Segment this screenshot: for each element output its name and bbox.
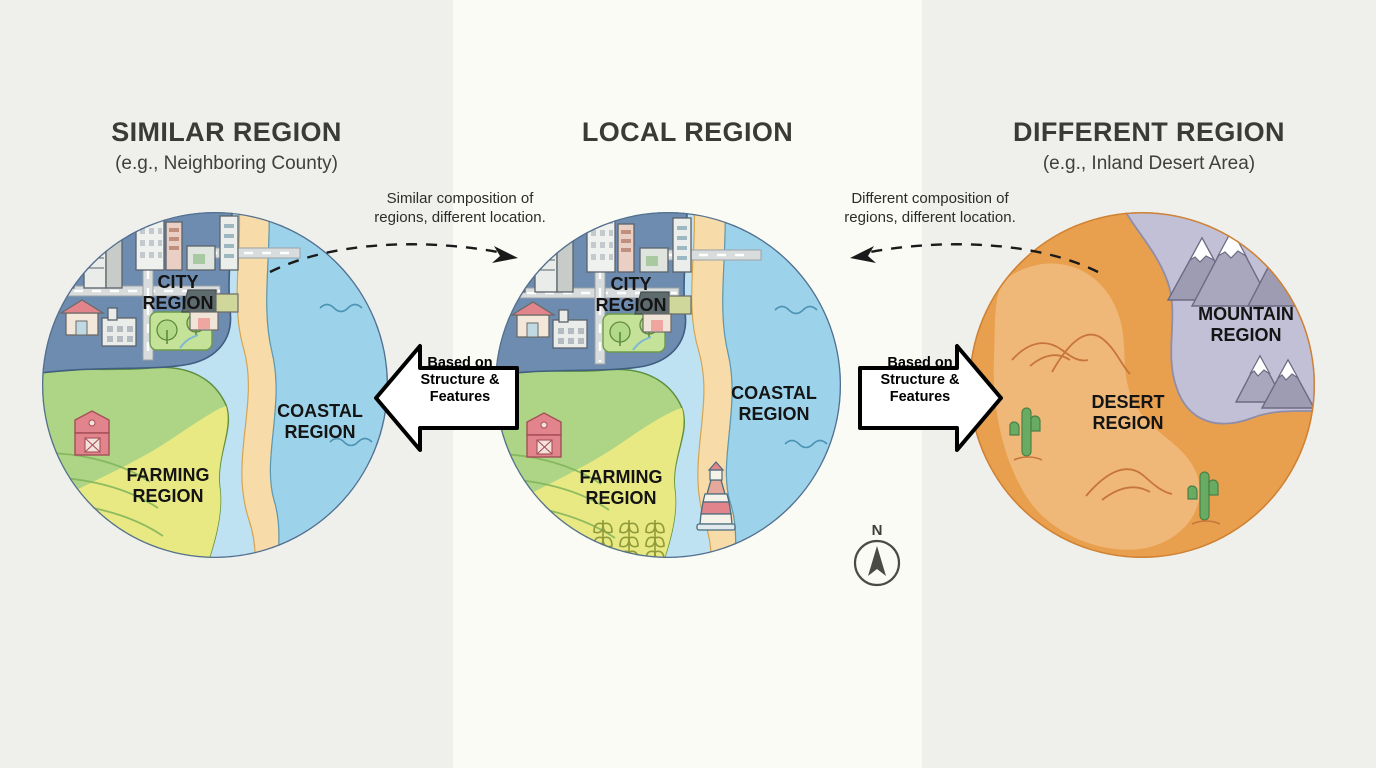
svg-text:CITY: CITY (157, 272, 198, 292)
office-building-icon (219, 215, 239, 271)
house-icon (509, 301, 557, 338)
svg-text:FARMING: FARMING (127, 465, 210, 485)
svg-text:DESERT: DESERT (1091, 392, 1164, 412)
connector-caption-left: Similar composition of regions, differen… (374, 190, 546, 226)
region-label-mountain: MOUNTAIN REGION (1198, 304, 1294, 345)
region-label-farming: FARMING REGION (580, 467, 663, 508)
svg-text:REGION: REGION (284, 422, 355, 442)
different-region-map-circle[interactable]: DESERT REGION MOUNTAIN REGION (952, 190, 1342, 580)
svg-text:FARMING: FARMING (580, 467, 663, 487)
compass-north-label: N (872, 522, 883, 539)
mountain-icon (1166, 228, 1302, 307)
svg-text:REGION: REGION (142, 293, 213, 313)
svg-text:REGION: REGION (1092, 413, 1163, 433)
cactus-icon (1187, 471, 1219, 521)
desert-inner-shape (993, 263, 1200, 550)
deep-ocean (266, 212, 388, 558)
barn-icon (74, 410, 110, 456)
office-building-icon (181, 289, 239, 331)
factory-icon (101, 307, 137, 347)
sand-dune-icon (1011, 333, 1131, 375)
deep-ocean (722, 212, 841, 558)
local-region-title: LOCAL REGION (581, 117, 794, 147)
different-region-title: DIFFERENT REGION (1013, 117, 1285, 147)
connector-caption-right: Different composition of regions, differ… (844, 190, 1016, 226)
office-building-icon (639, 247, 669, 273)
arrow-box-right[interactable] (850, 328, 1005, 452)
compass-needle (868, 546, 886, 576)
region-label-farming: FARMING REGION (127, 465, 210, 506)
office-building-icon (186, 245, 216, 271)
cactus-ground (1191, 520, 1221, 525)
skyscraper-icon (135, 212, 165, 271)
mountain-icon (1234, 354, 1315, 409)
panel-local-region: LOCAL REGION (453, 0, 922, 768)
region-label-coastal: COASTAL REGION (731, 383, 817, 424)
arrowhead-left (850, 246, 876, 263)
different-region-map-svg: DESERT REGION MOUNTAIN REGION (969, 212, 1315, 558)
svg-text:REGION: REGION (1210, 325, 1281, 345)
svg-text:COASTAL: COASTAL (731, 383, 817, 403)
barn-icon (526, 412, 562, 458)
arrow-box-left[interactable] (372, 328, 527, 452)
different-region-heading: DIFFERENT REGION (e.g., Inland Desert Ar… (922, 117, 1376, 175)
lighthouse-icon (696, 461, 736, 531)
connector-arrow-right (850, 243, 1099, 274)
office-building-icon (672, 217, 692, 273)
panel-different-region: DIFFERENT REGION (e.g., Inland Desert Ar… (922, 0, 1376, 768)
local-region-heading: LOCAL REGION (453, 117, 922, 148)
office-building-icon (617, 223, 635, 273)
region-label-city: CITY REGION (595, 274, 666, 315)
office-building-icon (634, 291, 692, 333)
right-pointing-arrow-shape (858, 344, 1003, 452)
svg-text:COASTAL: COASTAL (277, 401, 363, 421)
svg-text:REGION: REGION (738, 404, 809, 424)
tree-icon (609, 321, 631, 346)
region-label-desert: DESERT REGION (1091, 392, 1164, 433)
dashed-line (869, 243, 1099, 274)
svg-text:REGION: REGION (132, 486, 203, 506)
compass-ring (853, 539, 901, 587)
similar-region-title: SIMILAR REGION (111, 117, 342, 147)
svg-text:MOUNTAIN: MOUNTAIN (1198, 304, 1294, 324)
similar-region-subtitle: (e.g., Neighboring County) (115, 152, 338, 174)
panel-similar-region: SIMILAR REGION (e.g., Neighboring County… (0, 0, 453, 768)
similar-region-map-circle[interactable]: CITY REGION FARMING REGION COASTAL REGIO… (30, 190, 420, 580)
svg-text:CITY: CITY (610, 274, 651, 294)
svg-text:REGION: REGION (595, 295, 666, 315)
arrowhead-right (492, 246, 518, 263)
factory-icon (552, 309, 588, 349)
connector-arrow-left (269, 243, 518, 274)
region-label-coastal: COASTAL REGION (277, 401, 363, 442)
svg-text:REGION: REGION (585, 488, 656, 508)
skyscraper-icon (586, 212, 616, 273)
similar-region-heading: SIMILAR REGION (e.g., Neighboring County… (0, 117, 453, 175)
office-building-icon (47, 241, 75, 289)
house-icon (58, 299, 106, 336)
compass-rose: N (853, 522, 901, 587)
left-pointing-arrow-shape (374, 344, 519, 452)
cactus-ground (1013, 456, 1043, 461)
tree-icon (156, 319, 178, 344)
local-region-map-circle[interactable]: CITY REGION FARMING REGION COASTAL REGIO… (473, 190, 901, 590)
skyscraper-icon (83, 217, 107, 289)
region-label-city: CITY REGION (142, 272, 213, 313)
cactus-icon (1009, 407, 1041, 457)
different-region-subtitle: (e.g., Inland Desert Area) (1042, 152, 1256, 174)
similar-region-map-svg: CITY REGION FARMING REGION COASTAL REGIO… (42, 212, 388, 558)
sand-dune-icon (1085, 468, 1173, 501)
dashed-line (269, 243, 499, 274)
office-building-icon (556, 239, 574, 293)
field-stripes (42, 452, 164, 537)
local-region-map-svg: CITY REGION FARMING REGION COASTAL REGIO… (495, 212, 901, 587)
office-building-icon (165, 221, 183, 271)
